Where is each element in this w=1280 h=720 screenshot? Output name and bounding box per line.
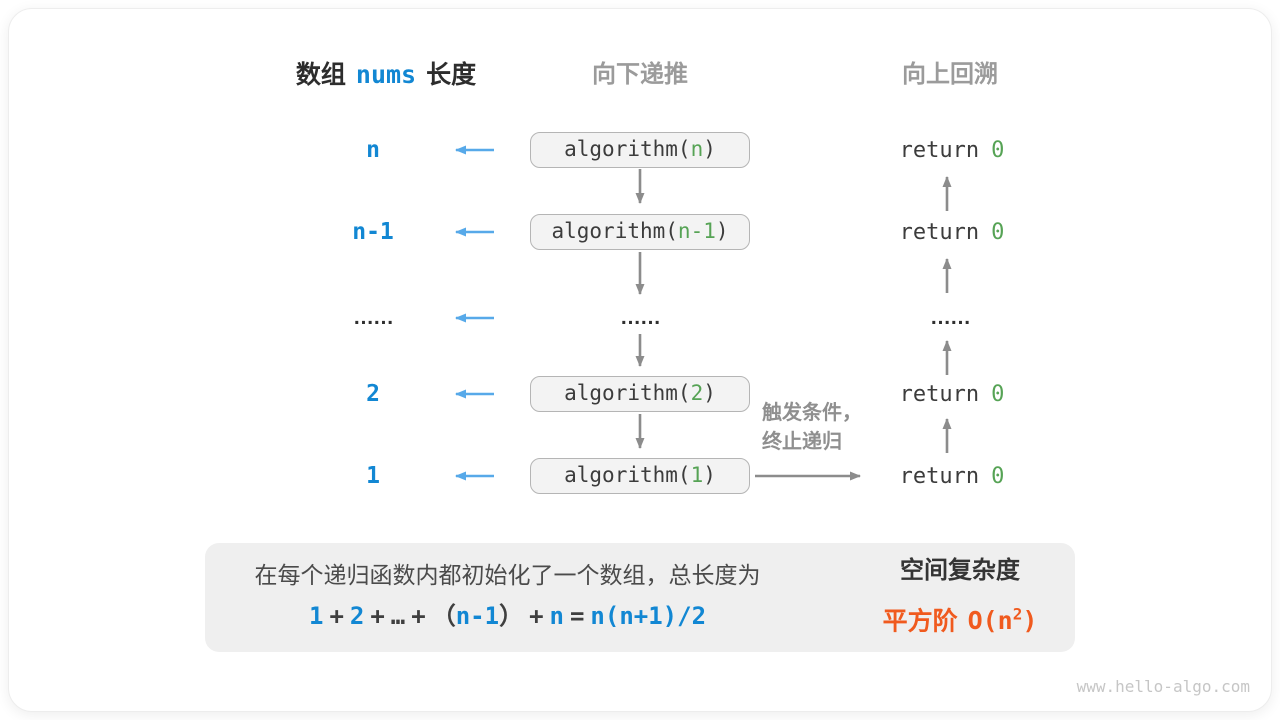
call-arg: 2 xyxy=(690,381,704,405)
count-label-1: 1 xyxy=(366,463,380,489)
call-box-n: algorithm(n) xyxy=(530,132,750,168)
return-value: 0 xyxy=(991,382,1005,407)
call-text: ) xyxy=(703,137,716,161)
return-value: 0 xyxy=(991,464,1005,489)
count-label-n: n xyxy=(366,137,380,163)
call-text: ) xyxy=(703,381,716,405)
header-array-prefix: 数组 xyxy=(295,61,346,89)
return-ellipsis: …… xyxy=(930,306,971,329)
call-text: algorithm( xyxy=(564,463,691,487)
header-recurse-down: 向下递推 xyxy=(592,61,688,88)
trigger-note-line1: 触发条件， xyxy=(762,402,862,424)
big-o-pre: O(n xyxy=(967,606,1013,636)
formula-term: 1 xyxy=(308,602,324,630)
count-label-n-1: n-1 xyxy=(352,219,394,245)
call-box-n-1: algorithm(n-1) xyxy=(530,214,750,250)
formula-paren: （ xyxy=(431,602,456,630)
big-o-exponent: 2 xyxy=(1012,605,1023,624)
call-text: algorithm( xyxy=(564,381,691,405)
formula-op: + xyxy=(529,602,544,630)
call-text: algorithm( xyxy=(564,137,691,161)
return-keyword: return xyxy=(899,382,980,407)
call-arg: n-1 xyxy=(677,219,716,243)
return-row-1: return 0 xyxy=(880,464,1024,489)
return-value: 0 xyxy=(991,220,1005,245)
formula-op: + xyxy=(329,602,344,630)
formula-op: + xyxy=(411,602,426,630)
call-text: algorithm( xyxy=(551,219,678,243)
call-text: ) xyxy=(703,463,716,487)
count-label-ellipsis: …… xyxy=(353,306,394,329)
big-o-post: ) xyxy=(1022,606,1038,636)
count-label-2: 2 xyxy=(366,381,380,407)
formula-result: n(n+1)/2 xyxy=(590,602,707,630)
header-array-code-nums: nums xyxy=(355,60,417,89)
formula-term: n-1 xyxy=(455,602,500,630)
header-array-length: 数组 nums 长度 xyxy=(246,60,526,90)
return-keyword: return xyxy=(899,220,980,245)
return-row-2: return 0 xyxy=(880,382,1024,407)
formula-term: 2 xyxy=(349,602,365,630)
header-backtrack-up: 向上回溯 xyxy=(902,61,998,88)
return-keyword: return xyxy=(899,464,980,489)
summary-description: 在每个递归函数内都初始化了一个数组，总长度为 xyxy=(254,562,761,588)
formula-paren: ） xyxy=(499,602,524,630)
formula-ellipsis: … xyxy=(390,602,406,630)
call-box-2: algorithm(2) xyxy=(530,376,750,412)
trigger-note-line2: 终止递归 xyxy=(762,431,842,453)
header-array-suffix: 长度 xyxy=(426,61,477,89)
trigger-note: 触发条件， 终止递归 xyxy=(762,399,882,457)
call-arg: n xyxy=(690,137,704,161)
call-text: ) xyxy=(715,219,729,243)
space-complexity-order: 平方阶 O(n2) xyxy=(835,599,1085,637)
return-value: 0 xyxy=(991,138,1005,163)
return-keyword: return xyxy=(899,138,980,163)
formula-term: n xyxy=(549,602,564,630)
space-complexity-title: 空间复杂度 xyxy=(900,557,1020,584)
watermark-url: www.hello-algo.com xyxy=(1076,677,1250,696)
big-o-notation: O(n2) xyxy=(967,605,1038,636)
formula-op: + xyxy=(370,602,385,630)
summary-panel xyxy=(205,543,1075,652)
call-box-1: algorithm(1) xyxy=(530,458,750,494)
return-row-n: return 0 xyxy=(880,138,1024,163)
formula-equals: = xyxy=(569,602,585,630)
return-row-n-1: return 0 xyxy=(880,220,1024,245)
order-label: 平方阶 xyxy=(882,607,958,636)
call-arg: 1 xyxy=(690,463,704,487)
call-ellipsis: …… xyxy=(620,306,661,329)
summary-formula: 1+2+…+（n-1）+n=n(n+1)/2 xyxy=(220,601,795,631)
